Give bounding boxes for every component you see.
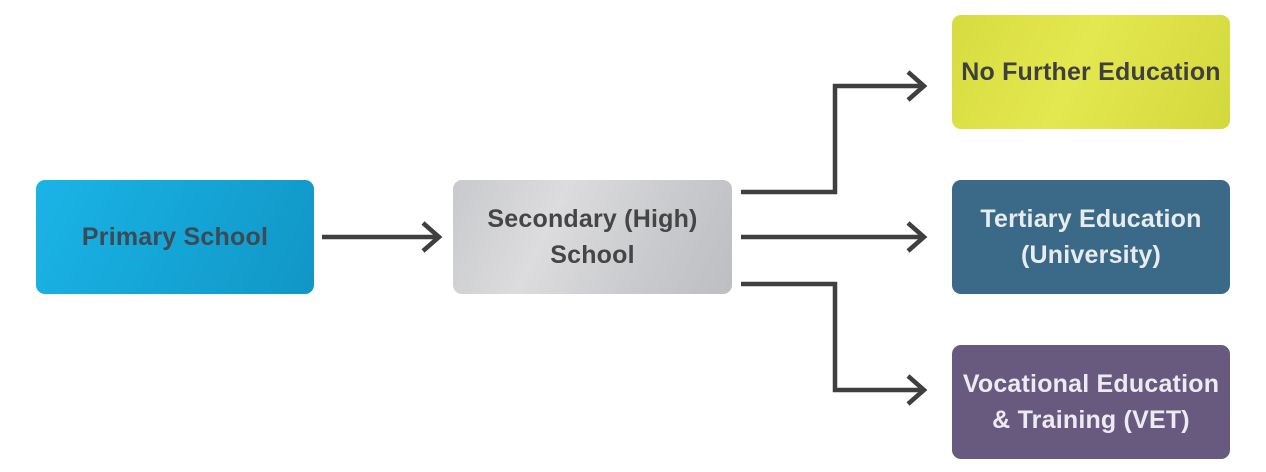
node-secondary-school-label-line1: Secondary (High) (487, 205, 698, 233)
arrowhead-secondary (421, 221, 443, 253)
node-vocational-education-label-line1: Vocational Education (962, 370, 1220, 398)
node-primary-school-label: Primary School (81, 223, 269, 251)
node-no-further-education-label: No Further Education (961, 58, 1221, 86)
arrowhead-no-further (906, 70, 928, 102)
node-secondary-school: Secondary (High) School (453, 180, 732, 294)
node-tertiary-education: Tertiary Education (University) (952, 180, 1230, 294)
arrowhead-vet (906, 374, 928, 406)
node-primary-school: Primary School (36, 180, 314, 294)
node-tertiary-education-label-line1: Tertiary Education (980, 205, 1202, 233)
edge-secondary-to-vet (741, 281, 924, 393)
node-no-further-education: No Further Education (952, 15, 1230, 129)
node-vocational-education: Vocational Education & Training (VET) (952, 345, 1230, 459)
edge-secondary-to-no-further (741, 83, 924, 195)
node-tertiary-education-label-line2: (University) (1021, 241, 1161, 269)
arrowhead-tertiary (906, 221, 928, 253)
node-vocational-education-label-line2: & Training (VET) (992, 406, 1190, 434)
node-secondary-school-label-line2: School (550, 241, 635, 269)
